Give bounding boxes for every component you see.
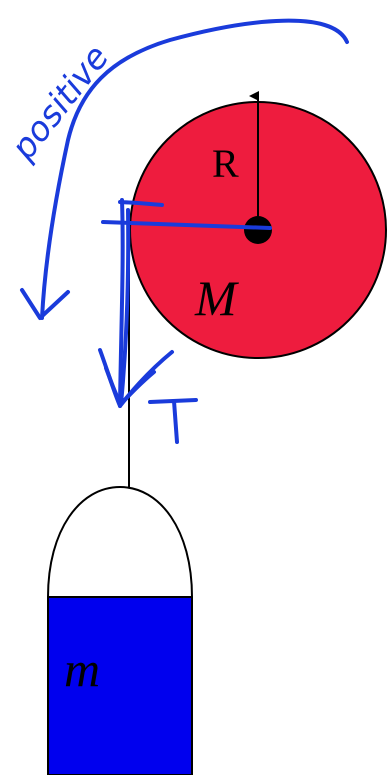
tension-label: T (160, 439, 161, 441)
tension-arrow-shaft-2 (119, 208, 131, 406)
rotation-arrowhead-icon (20, 288, 70, 320)
tension-arrowhead-icon-2 (104, 366, 156, 406)
tension-label-glyph (148, 398, 198, 444)
radius-label: R (212, 141, 239, 186)
tension-arrow-shaft (118, 198, 125, 408)
block-body (47, 596, 193, 775)
block-mass-label: m (64, 641, 100, 697)
rotation-direction-label: positive (3, 38, 117, 169)
pulley-axle (244, 216, 272, 244)
moment-arm-tick (118, 200, 164, 207)
block-dome (46, 485, 194, 598)
moment-arm-line (101, 220, 272, 230)
handwritten-annotations (20, 18, 349, 444)
pulley-mass-label: M (194, 270, 239, 326)
rotation-direction-arrow (40, 18, 349, 320)
